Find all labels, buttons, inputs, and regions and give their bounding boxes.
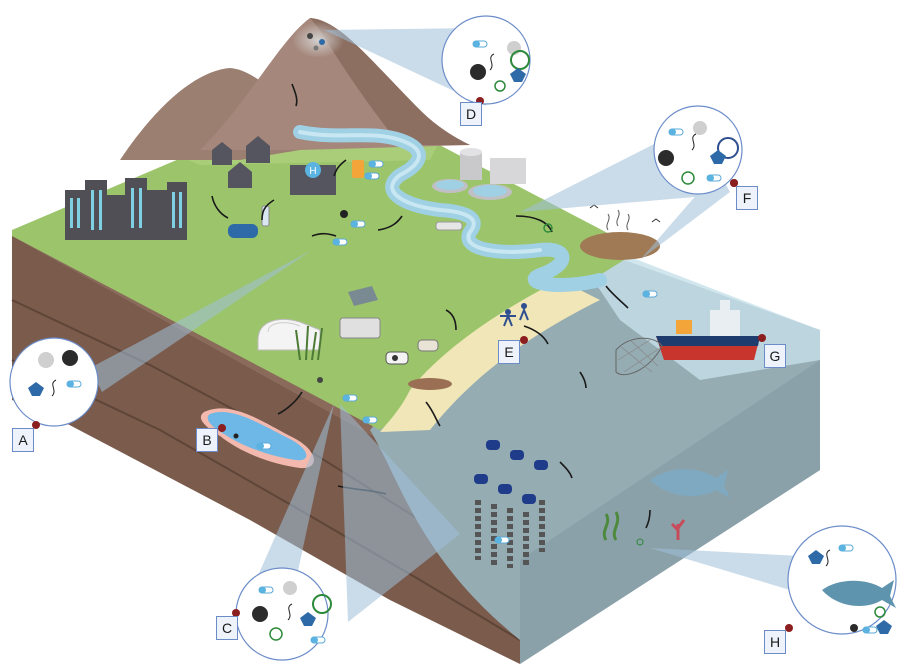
wastewater-treatment-plant [432,148,526,200]
label-C: C [216,616,238,640]
seaweed [602,511,620,541]
label-D: D [460,102,482,126]
fishing-net-mesh [617,339,661,373]
houses [212,136,270,188]
watering-can-icon [348,286,378,306]
label-A: A [12,428,34,452]
smell-lines [606,209,630,231]
coral [670,519,686,540]
marker-B [218,424,226,432]
lake-water [207,412,307,461]
particle-clusters [233,210,658,546]
debris-dot [319,39,325,45]
river-highlight [298,130,542,254]
debris-dot [313,45,319,51]
marker-G [758,334,766,342]
plastic-bottle-icon [261,205,270,227]
label-G: G [764,344,786,368]
fishing-vessel [656,300,760,360]
hospital: H [290,162,336,195]
marker-F [730,179,738,187]
fishing-net [615,337,663,376]
mussel-farm [474,440,548,568]
face-mask-icon [228,224,258,238]
building-windows [70,188,182,230]
callout-circle-A [9,337,99,429]
city-buildings [65,178,187,240]
marker-E [520,336,528,344]
swimmers [500,303,529,327]
mountain-debris [292,22,344,58]
label-E: E [498,340,520,364]
car [435,221,463,231]
livestock [385,339,439,365]
label-F: F [736,186,758,210]
label-B: B [196,428,218,452]
sea-front-face [520,360,820,664]
callout-circle-H [785,525,897,635]
callout-circle-F [653,105,743,195]
birds [589,204,661,223]
beach [380,280,600,432]
soil-heap [408,378,452,390]
hospital-sign: H [309,166,316,177]
callout-circle-D [441,15,531,105]
landfill-mound [580,232,660,260]
crops [295,325,323,361]
van [339,317,381,339]
debris-dot [307,33,313,39]
flow-arrows [211,83,651,529]
mountain-shade [310,18,470,145]
callout-circle-C [232,567,332,661]
medicine-bottle-icon [352,160,364,178]
label-H: H [764,630,786,654]
salmon-fish [650,469,730,498]
